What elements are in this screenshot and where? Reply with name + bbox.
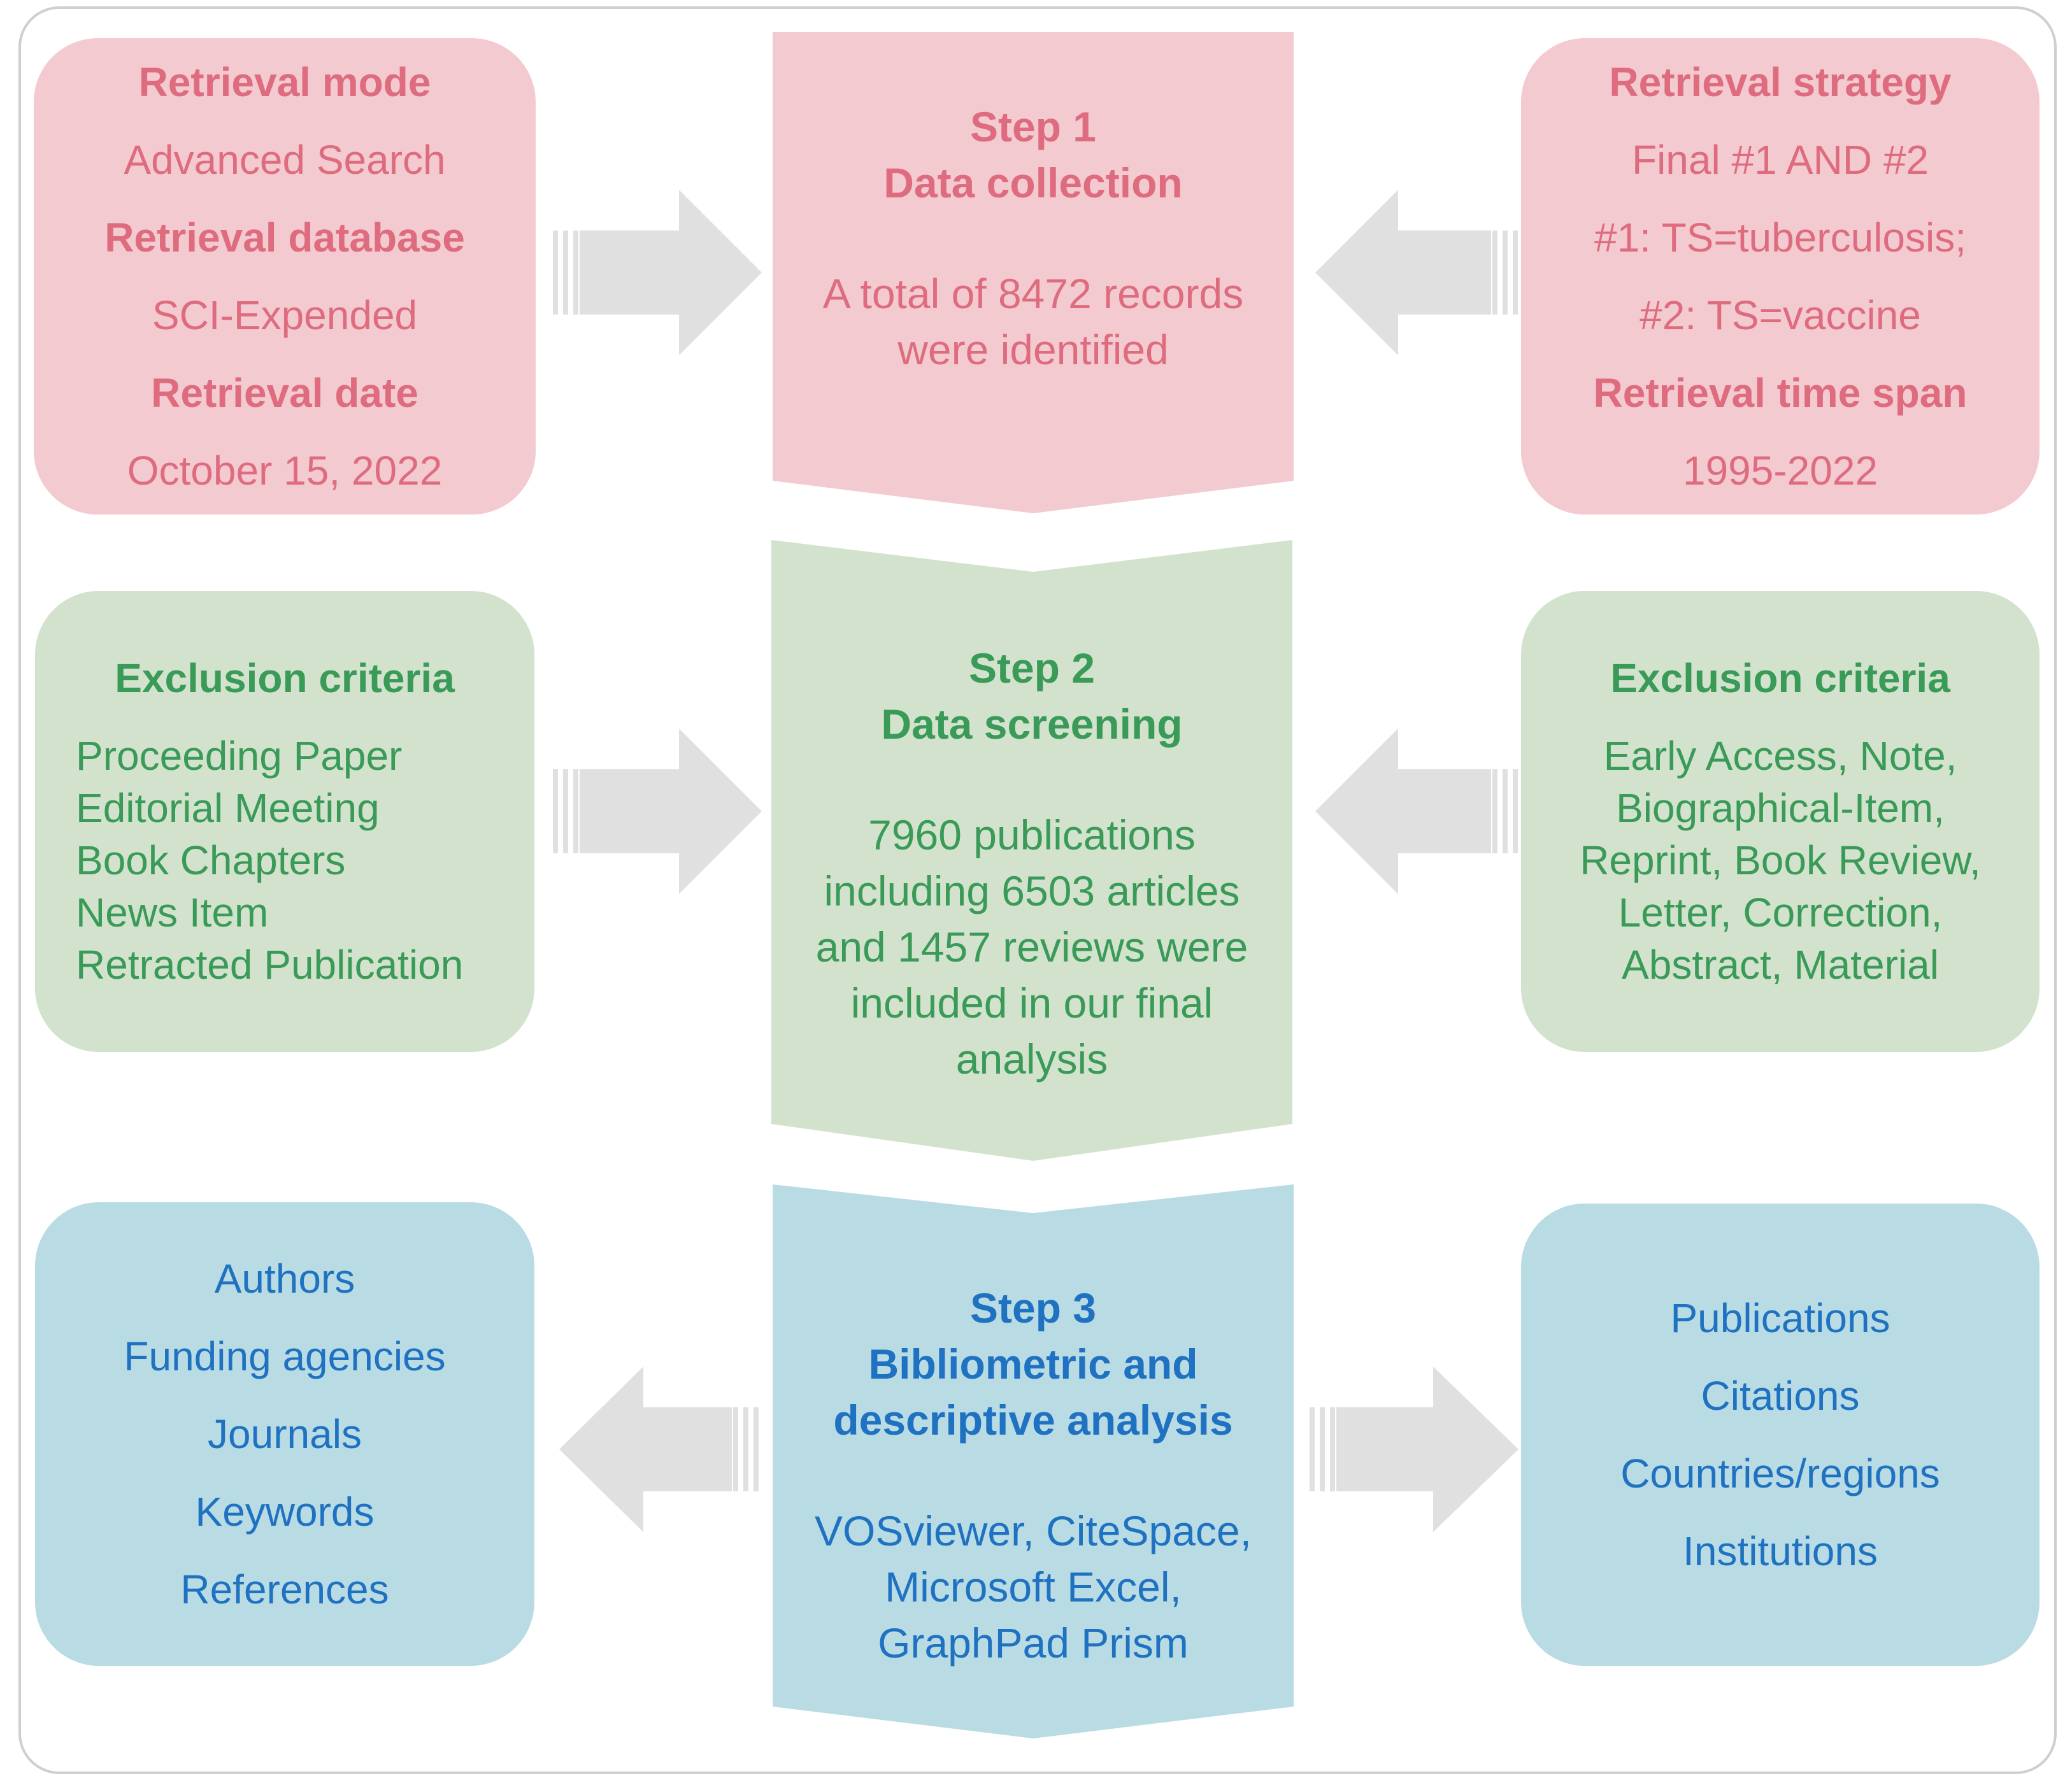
step2-body-line: included in our final <box>850 979 1213 1026</box>
arrow-left-row1 <box>1315 190 1518 355</box>
analysis-item: Publications <box>1670 1295 1890 1341</box>
analysis-targets-right-box: Publications Citations Countries/regions… <box>1521 1204 2040 1666</box>
exclusion-item: Retracted Publication <box>76 942 464 988</box>
step3-chevron <box>773 1184 1294 1738</box>
step3-tools-line: Microsoft Excel, <box>885 1563 1182 1610</box>
retrieval-strategy-label: Retrieval strategy <box>1609 59 1952 105</box>
step3-tools-line: VOSviewer, CiteSpace, <box>815 1507 1252 1554</box>
retrieval-date-value: October 15, 2022 <box>127 448 443 494</box>
step1-body-line: were identified <box>897 326 1169 373</box>
retrieval-database-value: SCI-Expended <box>152 292 418 338</box>
analysis-item: References <box>180 1566 389 1612</box>
analysis-item: Citations <box>1701 1373 1860 1419</box>
arrow-left-row2 <box>1315 728 1518 894</box>
step3-content: Step 3 Bibliometric and descriptive anal… <box>773 1280 1294 1671</box>
exclusion-criteria-left-heading: Exclusion criteria <box>115 655 455 701</box>
retrieval-strategy-box: Retrieval strategy Final #1 AND #2 #1: T… <box>1521 38 2040 515</box>
step2-title: Step 2 <box>968 644 1096 692</box>
step2-body-line: analysis <box>955 1035 1108 1083</box>
analysis-targets-left-box: Authors Funding agencies Journals Keywor… <box>35 1202 534 1666</box>
step3-subtitle-line: descriptive analysis <box>833 1396 1233 1444</box>
retrieval-strategy-final: Final #1 AND #2 <box>1631 137 1929 183</box>
exclusion-item: Book Chapters <box>76 837 346 883</box>
step2-content: Step 2 Data screening 7960 publications … <box>771 640 1292 1087</box>
exclusion-item: Proceeding Paper <box>76 733 403 779</box>
exclusion-item: Reprint, Book Review, <box>1580 837 1981 883</box>
analysis-item: Authors <box>214 1256 355 1302</box>
step1-body-line: A total of 8472 records <box>822 270 1244 317</box>
exclusion-criteria-right-heading: Exclusion criteria <box>1610 655 1950 701</box>
exclusion-criteria-right-box: Exclusion criteria Early Access, Note, B… <box>1521 591 2040 1052</box>
step3-title: Step 3 <box>969 1284 1097 1332</box>
analysis-item: Journals <box>208 1411 362 1457</box>
analysis-item: Funding agencies <box>124 1333 446 1379</box>
step2-subtitle: Data screening <box>881 700 1183 748</box>
arrow-left-row3 <box>559 1367 759 1532</box>
analysis-item: Countries/regions <box>1620 1451 1940 1496</box>
step2-chevron <box>771 540 1292 1161</box>
exclusion-item: Biographical-Item, <box>1616 785 1945 831</box>
step2-body-line: and 1457 reviews were <box>815 923 1248 970</box>
arrow-right-row3 <box>1310 1367 1518 1532</box>
step3-subtitle-line: Bibliometric and <box>868 1340 1198 1388</box>
step1-title: Step 1 <box>969 103 1097 150</box>
retrieval-mode-value: Advanced Search <box>124 137 446 183</box>
retrieval-strategy-query2: #2: TS=vaccine <box>1640 292 1921 338</box>
arrow-right-row2 <box>553 728 762 894</box>
retrieval-database-label: Retrieval database <box>104 215 465 260</box>
arrow-right-row1 <box>553 190 762 355</box>
exclusion-item: Editorial Meeting <box>76 785 380 831</box>
retrieval-mode-label: Retrieval mode <box>138 59 431 105</box>
retrieval-info-box: Retrieval mode Advanced Search Retrieval… <box>34 38 536 515</box>
retrieval-time-span-value: 1995-2022 <box>1682 448 1878 494</box>
step1-chevron <box>773 32 1294 513</box>
step2-body-line: including 6503 articles <box>824 867 1240 914</box>
analysis-item: Institutions <box>1683 1528 1878 1574</box>
exclusion-item: Letter, Correction, <box>1618 890 1943 935</box>
step2-body-line: 7960 publications <box>868 811 1196 858</box>
step1-subtitle: Data collection <box>883 159 1183 206</box>
retrieval-time-span-label: Retrieval time span <box>1593 370 1968 416</box>
retrieval-strategy-query1: #1: TS=tuberculosis; <box>1594 215 1967 260</box>
retrieval-date-label: Retrieval date <box>151 370 418 416</box>
exclusion-item: Early Access, Note, <box>1603 733 1957 779</box>
analysis-item: Keywords <box>195 1489 375 1535</box>
exclusion-item: Abstract, Material <box>1622 942 1939 988</box>
exclusion-criteria-left-box: Exclusion criteria Proceeding Paper Edit… <box>35 591 534 1052</box>
exclusion-item: News Item <box>76 890 269 935</box>
step1-content: Step 1 Data collection A total of 8472 r… <box>773 99 1294 378</box>
step3-tools-line: GraphPad Prism <box>878 1619 1189 1666</box>
